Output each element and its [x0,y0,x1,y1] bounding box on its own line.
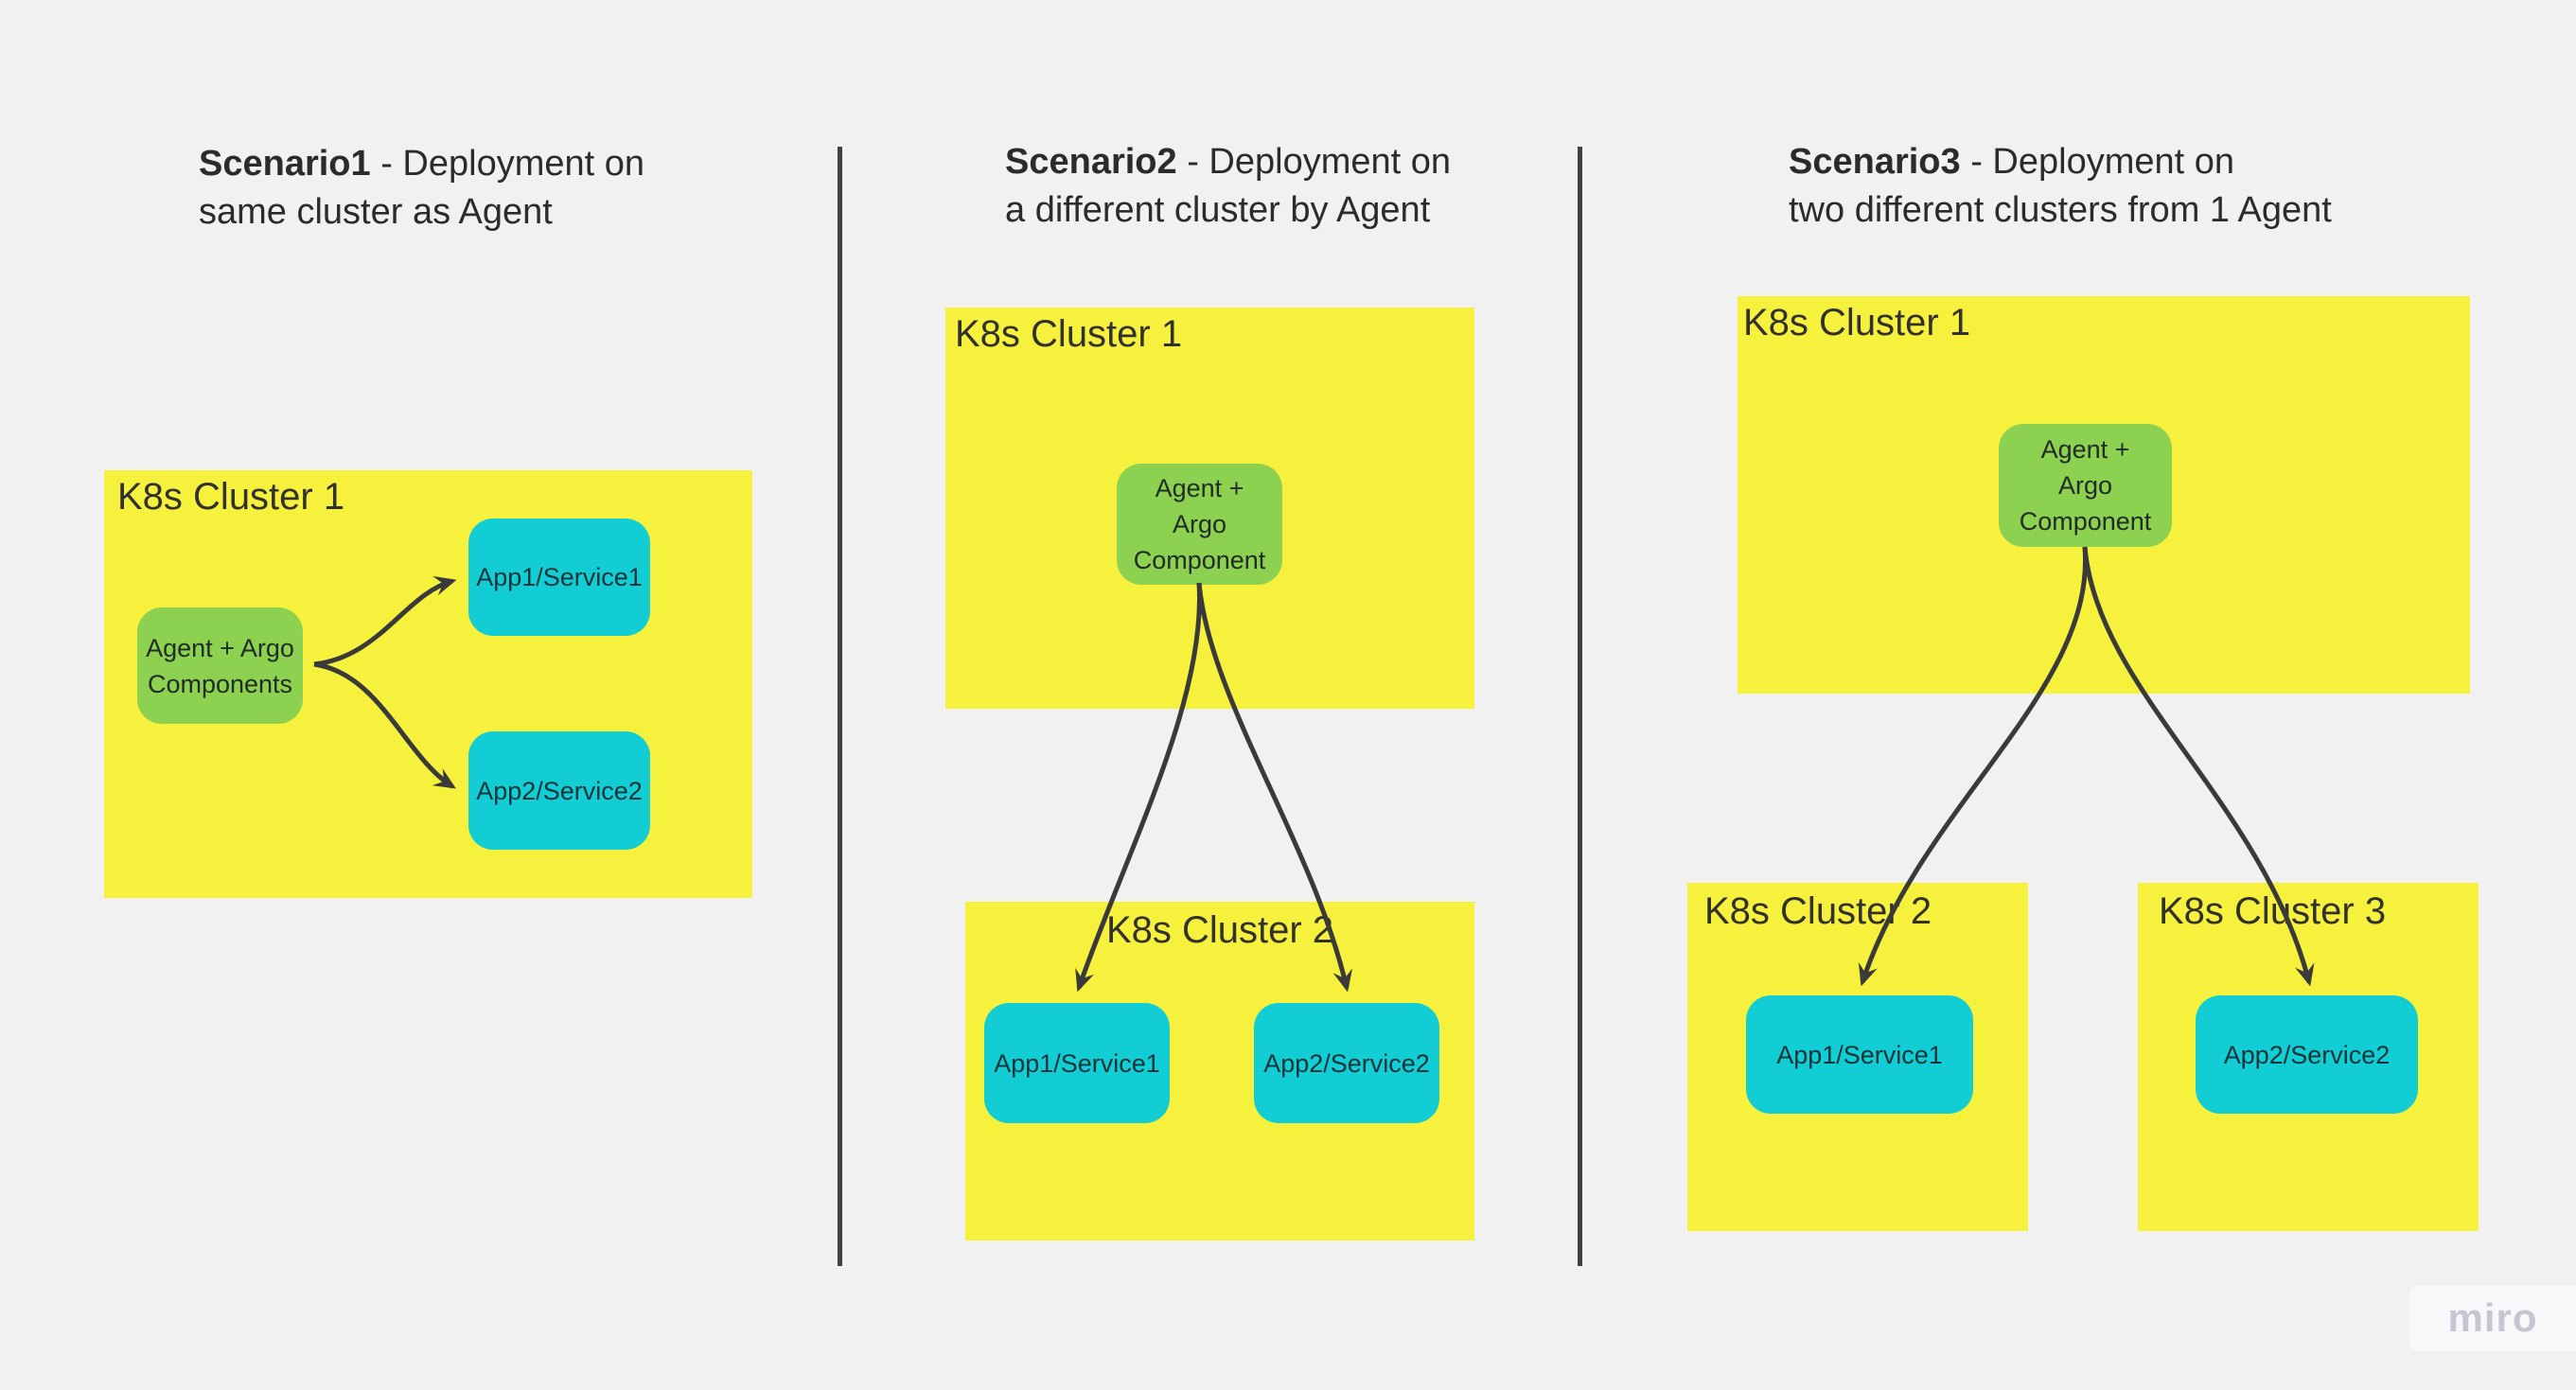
scenario2-agent-node: Agent + Argo Component [1117,464,1282,585]
scenario3-title-line1: Scenario3 - Deployment on [1789,138,2413,186]
scenario3-app2-node: App2/Service2 [2196,995,2418,1114]
scenario3-title: Scenario3 - Deployment on two different … [1789,138,2413,235]
scenario2-title: Scenario2 - Deployment on a different cl… [1005,138,1507,235]
scenario1-title-line2: same cluster as Agent [199,192,553,232]
scenario-divider-1 [838,147,842,1266]
scenario1-agent-label: Agent + Argo Components [146,633,294,698]
scenario3-title-rest: - Deployment on [1960,142,2235,182]
scenario3-app1-label: App1/Service1 [1776,1040,1943,1069]
scenario1-title-bold: Scenario1 [199,144,371,184]
scenario1-app2-node: App2/Service2 [468,731,650,850]
scenario2-title-bold: Scenario2 [1005,142,1177,182]
scenario1-cluster1-label: K8s Cluster 1 [117,476,345,518]
scenario3-app2-label: App2/Service2 [2223,1040,2391,1069]
miro-watermark-label: miro [2447,1295,2538,1340]
scenario3-cluster1-label: K8s Cluster 1 [1743,302,1971,343]
scenario3-title-bold: Scenario3 [1789,142,1961,182]
scenario2-cluster2-label: K8s Cluster 2 [1105,909,1334,951]
scenario2-title-line2: a different cluster by Agent [1005,190,1431,230]
scenario3-cluster2-label: K8s Cluster 2 [1704,890,1932,932]
scenario1-app2-label: App2/Service2 [476,776,643,805]
scenario2-app2-label: App2/Service2 [1263,1048,1430,1078]
scenario1-app1-node: App1/Service1 [468,519,650,636]
scenario1-app1-label: App1/Service1 [476,563,643,591]
scenario3-cluster3-label: K8s Cluster 3 [2159,890,2387,932]
scenario-divider-2 [1578,147,1582,1266]
scenario1-title-line1: Scenario1 - Deployment on [199,140,691,188]
scenario2-app2-node: App2/Service2 [1254,1003,1439,1123]
scenario3-app1-node: App1/Service1 [1746,995,1973,1114]
scenario2-title-rest: - Deployment on [1176,142,1452,182]
scenario2-app1-node: App1/Service1 [984,1003,1170,1123]
scenario1-title: Scenario1 - Deployment on same cluster a… [199,140,691,237]
scenario2-agent-label: Agent + Argo Component [1133,474,1266,574]
scenario2-app1-label: App1/Service1 [994,1048,1160,1078]
scenario3-title-line2: two different clusters from 1 Agent [1789,190,2332,230]
scenario1-agent-node: Agent + Argo Components [137,607,303,724]
scenario2-cluster1-label: K8s Cluster 1 [955,313,1183,355]
scenario2-title-line1: Scenario2 - Deployment on [1005,138,1507,186]
scenario3-agent-label: Agent + Argo Component [2019,435,2152,536]
scenario1-title-rest: - Deployment on [370,144,645,184]
miro-watermark: miro [2409,1285,2576,1351]
scenario3-agent-node: Agent + Argo Component [1999,424,2172,547]
